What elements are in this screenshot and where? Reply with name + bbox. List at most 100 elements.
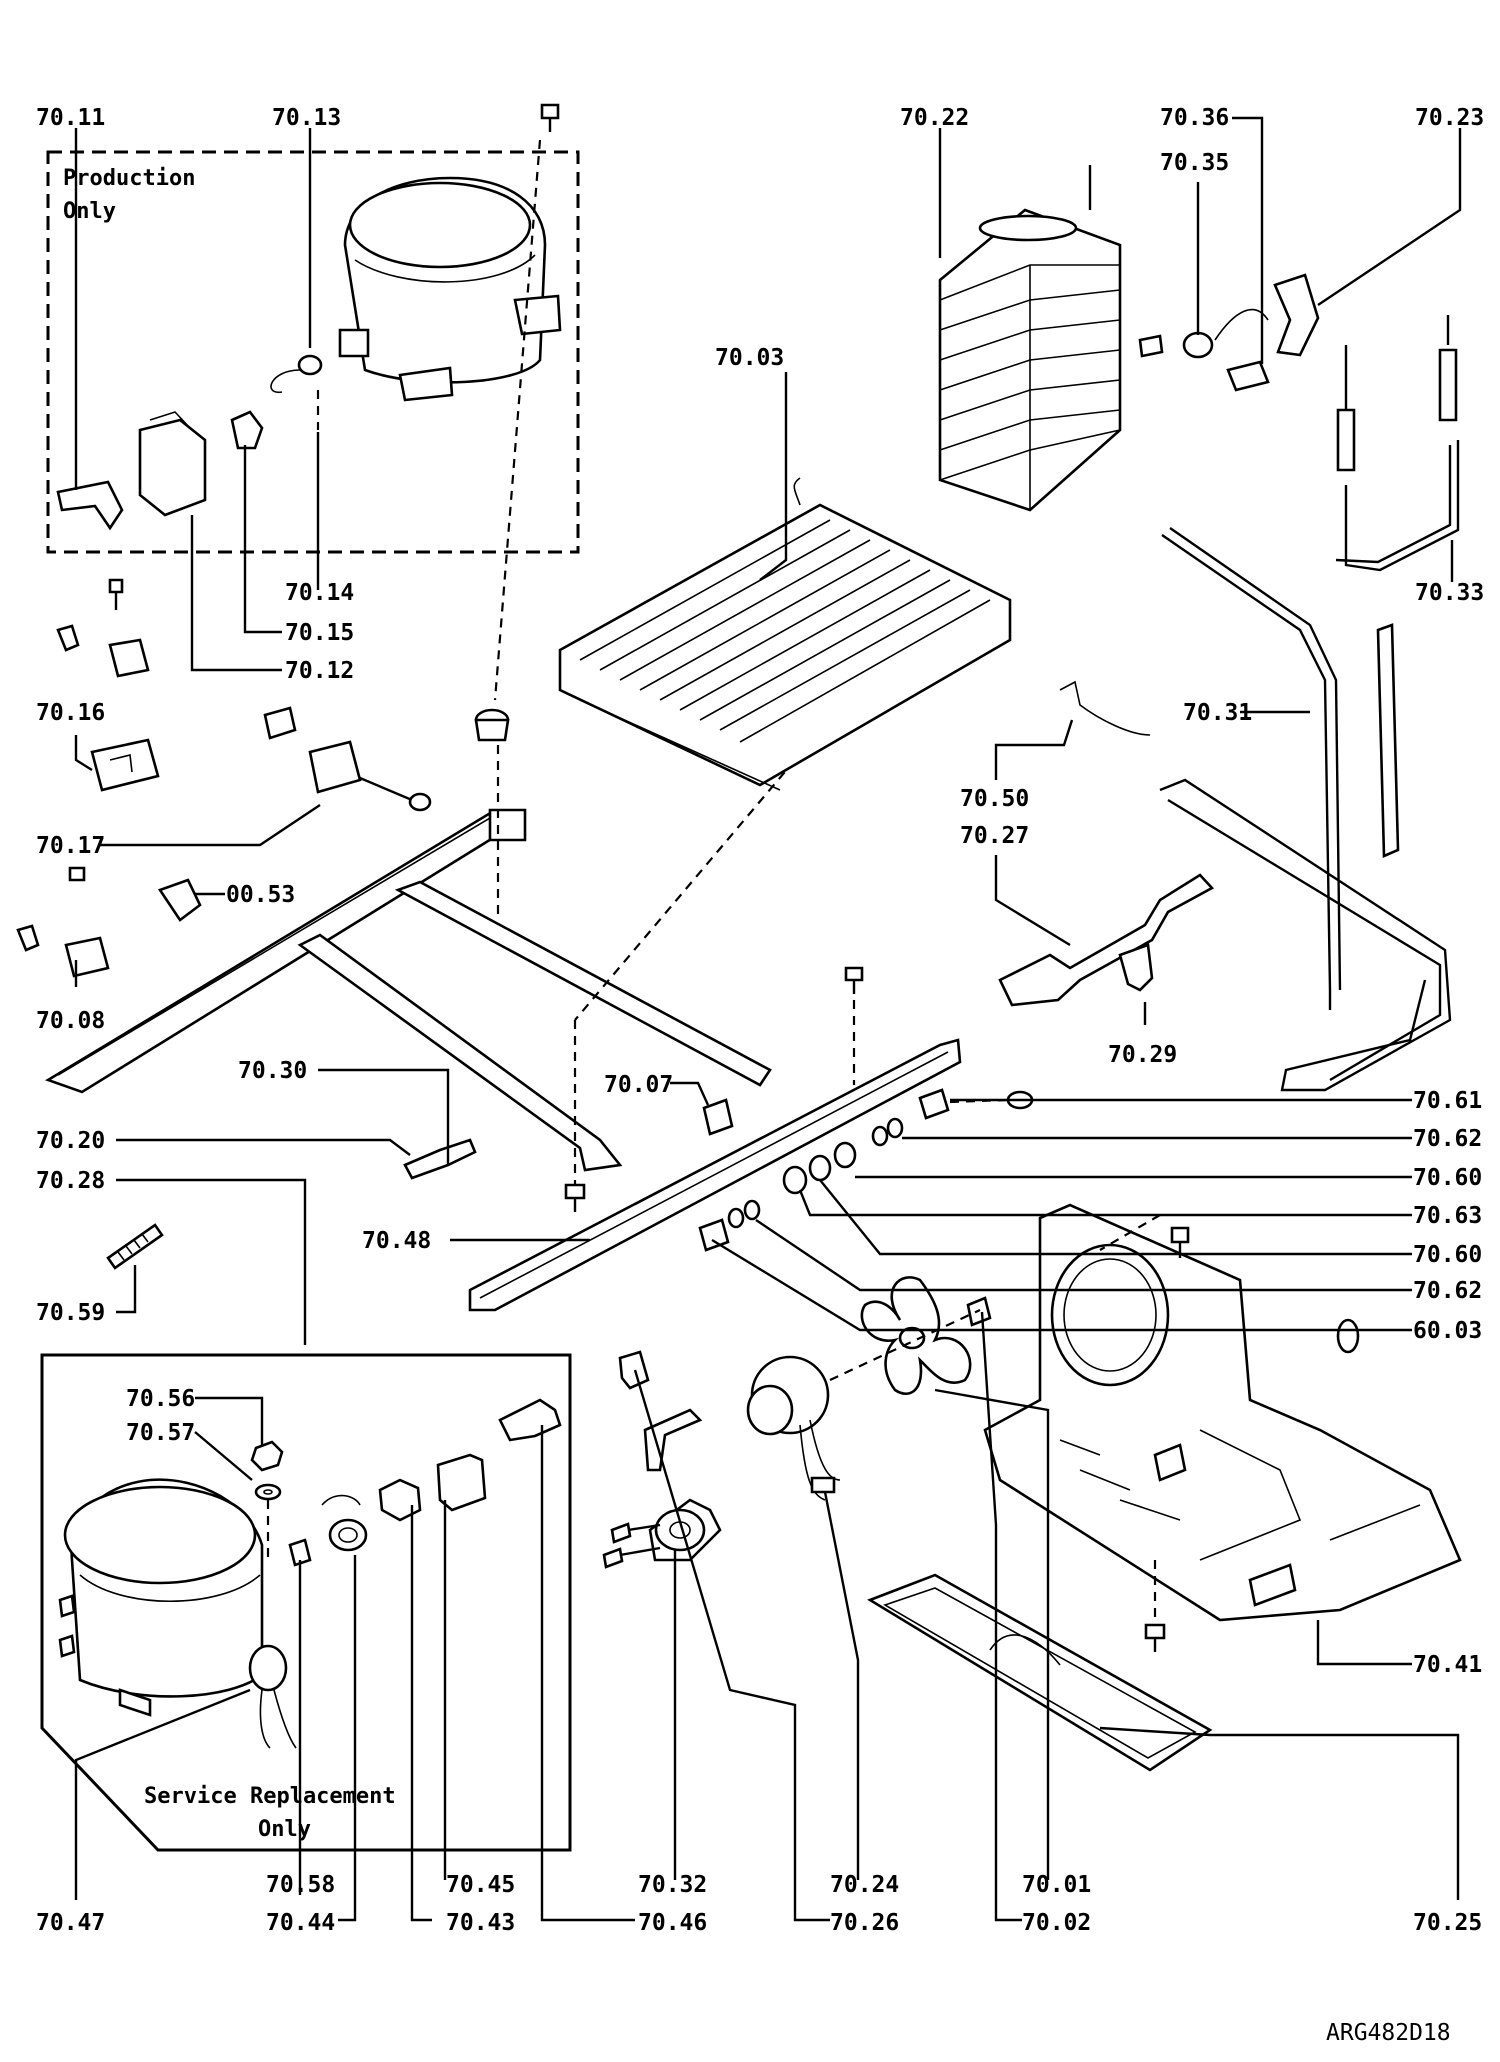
callout-70-57: 70.57 xyxy=(126,1420,195,1446)
callout-70-46: 70.46 xyxy=(638,1910,707,1936)
terminal-clip-70-13 xyxy=(270,354,323,393)
drain-pan-70-25 xyxy=(867,1573,1213,1772)
callout-70-23: 70.23 xyxy=(1415,105,1484,131)
screw-top xyxy=(540,103,560,132)
suction-tube-70-31 xyxy=(1159,527,1452,1092)
callout-70-60: 70.60 xyxy=(1413,1165,1482,1191)
bracket-70-23 xyxy=(1273,273,1320,357)
callout-70-02: 70.02 xyxy=(1022,1910,1091,1936)
callout-70-16: 70.16 xyxy=(36,700,105,726)
callout-70-08: 70.08 xyxy=(36,1008,105,1034)
clamp-00-53 xyxy=(157,878,202,922)
callout-70-29: 70.29 xyxy=(1108,1042,1177,1068)
clip-70-08-group xyxy=(16,866,110,978)
grommet-stack xyxy=(698,1088,1360,1354)
callout-70-01: 70.01 xyxy=(1022,1872,1091,1898)
service-note-line-1: Service Replacement xyxy=(144,1784,396,1809)
screw-bottom-frame xyxy=(564,1183,586,1212)
service-note-line-2: Only xyxy=(258,1817,311,1842)
drier-70-27 xyxy=(998,873,1215,1007)
service-replacement-box xyxy=(40,1353,572,1852)
callout-70-41: 70.41 xyxy=(1413,1652,1482,1678)
leader-motor-fan xyxy=(829,1309,981,1381)
spring-70-59 xyxy=(106,1223,164,1270)
callout-70-63: 70.63 xyxy=(1413,1203,1482,1229)
callout-70-28: 70.28 xyxy=(36,1168,105,1194)
clip-70-36 xyxy=(1226,360,1270,392)
callout-70-27: 70.27 xyxy=(960,823,1029,849)
base-frame-70-30 xyxy=(44,808,772,1172)
service-compressor-70-47 xyxy=(58,1478,264,1717)
callout-70-43: 70.43 xyxy=(446,1910,515,1936)
callout-70-22: 70.22 xyxy=(900,105,969,131)
sensor-70-35 xyxy=(1138,308,1269,359)
callout-70-25: 70.25 xyxy=(1413,1910,1482,1936)
relay-70-45 xyxy=(436,1453,487,1512)
fan-bracket-70-41 xyxy=(983,1203,1462,1622)
callout-70-11: 70.11 xyxy=(36,105,105,131)
callout-70-48: 70.48 xyxy=(362,1228,431,1254)
callout-70-03: 70.03 xyxy=(715,345,784,371)
callout-70-14: 70.14 xyxy=(285,580,354,606)
callout-70-12: 70.12 xyxy=(285,658,354,684)
production-note-line-1: Production xyxy=(63,166,195,191)
callout-70-61: 70.61 xyxy=(1413,1088,1482,1114)
callout-70-20: 70.20 xyxy=(36,1128,105,1154)
nut-70-56 xyxy=(250,1440,284,1472)
clip-70-58 xyxy=(288,1538,312,1567)
callout-70-62: 70.62 xyxy=(1413,1126,1482,1152)
screw-fan-bottom xyxy=(1144,1560,1166,1652)
start-relay-70-12 xyxy=(138,411,207,517)
callout-70-26: 70.26 xyxy=(830,1910,899,1936)
fan-motor-70-24 xyxy=(746,1309,981,1501)
callout-70-60-b: 70.60 xyxy=(1413,1242,1482,1268)
callout-70-07: 70.07 xyxy=(604,1072,673,1098)
callout-70-24: 70.24 xyxy=(830,1872,899,1898)
callout-70-13: 70.13 xyxy=(272,105,341,131)
bracket-70-11 xyxy=(56,480,124,531)
evaporator-70-22 xyxy=(938,165,1122,512)
clip-70-16-group xyxy=(56,578,150,678)
screw-fan-top xyxy=(1170,1226,1190,1258)
overload-70-43 xyxy=(378,1478,422,1522)
callout-70-36: 70.36 xyxy=(1160,105,1229,131)
drawing-id: ARG482D18 xyxy=(1326,2020,1451,2046)
callout-70-31: 70.31 xyxy=(1183,700,1252,726)
connector-70-16 xyxy=(90,738,160,792)
callout-70-45: 70.45 xyxy=(446,1872,515,1898)
clip-70-20 xyxy=(403,1138,477,1180)
callout-70-50: 70.50 xyxy=(960,786,1029,812)
leader-fan-screw xyxy=(1099,1214,1161,1251)
motor-bracket-70-32 xyxy=(602,1408,722,1569)
callout-70-15: 70.15 xyxy=(285,620,354,646)
callout-70-44: 70.44 xyxy=(266,1910,335,1936)
callout-70-35: 70.35 xyxy=(1160,150,1229,176)
callout-70-47: 70.47 xyxy=(36,1910,105,1936)
leader-condenser-frame xyxy=(574,759,796,1021)
washer-70-57 xyxy=(254,1483,282,1501)
condenser-70-03 xyxy=(558,477,1012,791)
clip-70-07 xyxy=(702,1098,734,1136)
wire-70-50 xyxy=(1059,680,1151,736)
callout-70-56: 70.56 xyxy=(126,1386,195,1412)
bracket-70-46 xyxy=(498,1398,562,1442)
grommet-70-44 xyxy=(321,1494,368,1552)
leader-screw-grommet xyxy=(493,139,542,701)
screw-70-48 xyxy=(844,966,864,994)
callout-70-32: 70.32 xyxy=(638,1872,707,1898)
callout-70-17: 70.17 xyxy=(36,833,105,859)
production-compressor xyxy=(338,176,562,402)
bracket-rail-70-48 xyxy=(468,1038,962,1312)
callout-70-62-b: 70.62 xyxy=(1413,1278,1482,1304)
callout-60-03: 60.03 xyxy=(1413,1318,1482,1344)
relay-70-17 xyxy=(263,706,432,812)
fan-blade-70-01 xyxy=(860,1276,992,1395)
capacitor-70-47 xyxy=(248,1644,297,1749)
production-only-box xyxy=(46,150,580,554)
drier-70-33 xyxy=(1335,315,1460,572)
callout-70-30: 70.30 xyxy=(238,1058,307,1084)
overload-70-15 xyxy=(230,410,264,450)
callout-70-58: 70.58 xyxy=(266,1872,335,1898)
bracket-70-26 xyxy=(618,1350,650,1390)
